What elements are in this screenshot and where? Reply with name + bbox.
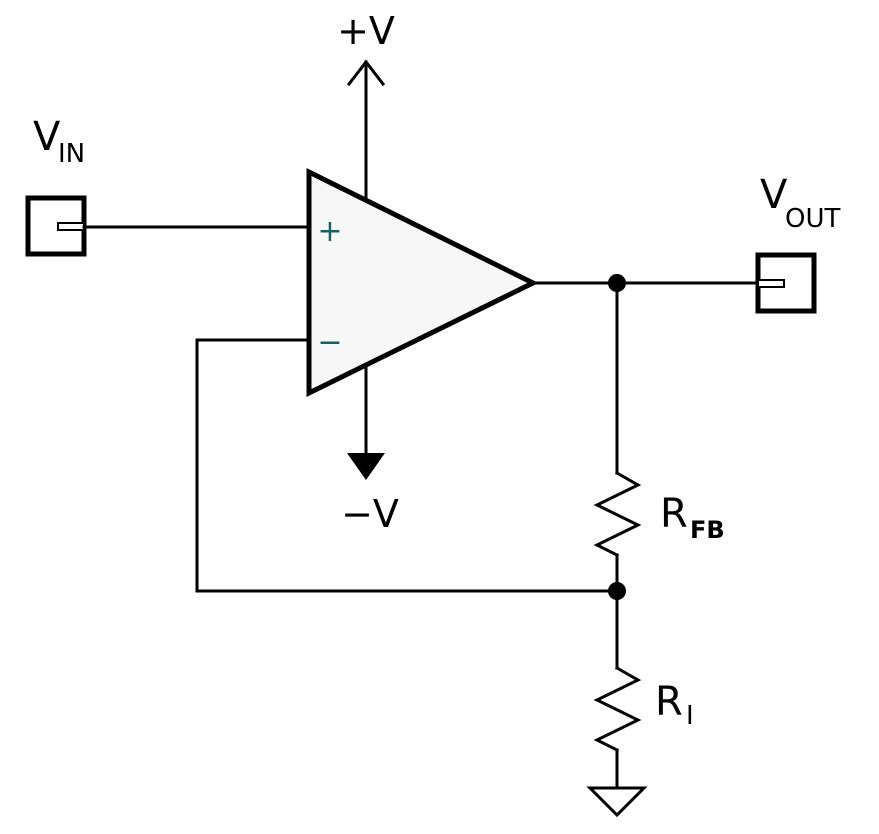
- ri-resistor: [593, 665, 642, 753]
- vplus-label: +V: [337, 9, 395, 53]
- vminus-label: −V: [341, 492, 399, 536]
- vminus-arrow-icon: [347, 453, 385, 480]
- feedback-loop-wire: [195, 338, 619, 593]
- rfb-label-subscript: FB: [690, 516, 725, 544]
- ground-icon: [586, 786, 648, 818]
- vout-terminal[interactable]: [755, 252, 817, 314]
- ri-label: R: [655, 679, 683, 725]
- pin-plus-label: +: [317, 214, 342, 249]
- ri-label-subscript: I: [686, 701, 694, 731]
- vout-label-subscript: OUT: [785, 204, 840, 234]
- vin-label-subscript: IN: [58, 139, 85, 169]
- vplus-arrow-icon: [346, 59, 386, 87]
- vout-label: V: [760, 172, 788, 218]
- pin-minus-label: −: [317, 325, 342, 360]
- opamp-triangle: [306, 167, 539, 398]
- vin-label: V: [33, 114, 61, 160]
- vout-terminal-pin: [757, 279, 785, 288]
- vin-terminal-pin: [57, 222, 85, 231]
- rfb-resistor: [593, 470, 642, 558]
- rfb-label: R: [660, 491, 688, 537]
